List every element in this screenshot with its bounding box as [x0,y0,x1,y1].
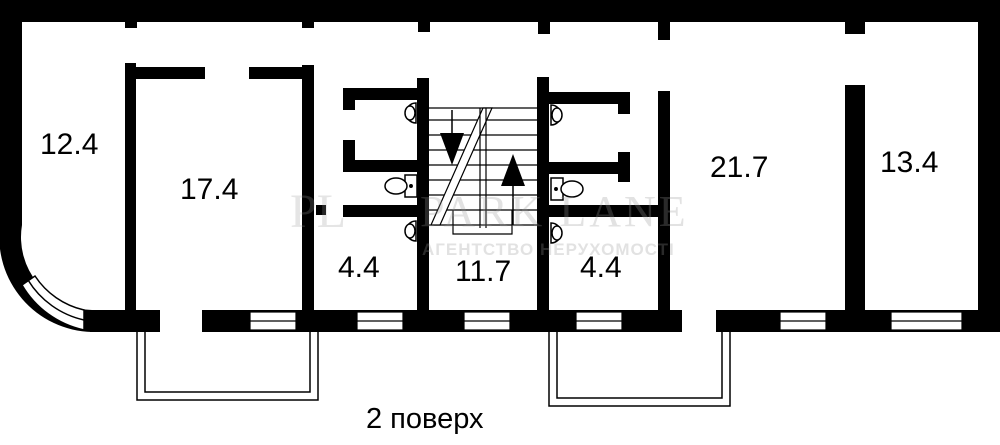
stair-arrow-down-icon [440,110,464,165]
balcony-right [548,332,731,407]
stairs [429,107,537,235]
room-area-label: 12.4 [40,128,99,161]
window [356,311,404,331]
interior-walls [125,63,865,313]
room-area-label: 13.4 [880,146,939,179]
window [575,311,623,331]
room-area-label: 21.7 [710,151,769,184]
floor-label: 2 поверх [366,403,484,435]
window [779,311,827,331]
toilet-icon [404,102,417,124]
toilet-icon [550,104,563,126]
watermark-subtitle: АГЕНТСТВО НЕРУХОМОСТІ [422,240,675,259]
toilet-icon [550,222,563,244]
window [463,311,511,331]
room-area-label: 4.4 [338,251,380,284]
window [890,311,963,331]
curved-window [21,274,85,331]
room-area-label: 17.4 [180,173,239,206]
balcony-left [136,332,319,401]
top-wall-stubs [125,18,865,40]
toilet-icon [384,174,418,198]
watermark-title: PARK LANE [420,187,689,236]
toilet-icon [404,220,417,242]
windows [249,311,963,331]
watermark-logo: PL [290,185,347,238]
room-area-label: 4.4 [580,251,622,284]
room-area-label: 11.7 [455,255,512,288]
window [249,311,297,331]
toilet-icon [550,177,584,201]
stair-arrow-up-icon [501,154,525,225]
